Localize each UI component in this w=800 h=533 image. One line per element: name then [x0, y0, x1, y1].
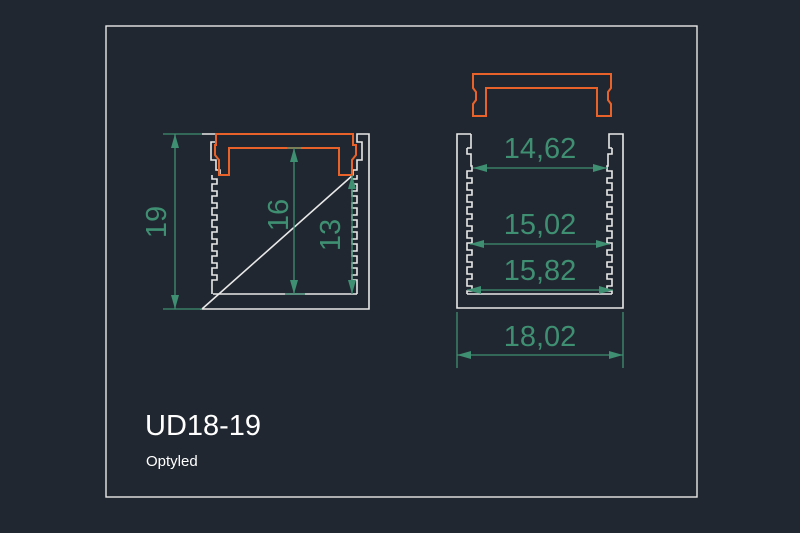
dim-label-19: 19 [141, 206, 173, 238]
front-profile [456, 73, 624, 309]
brand-name: Optyled [146, 453, 198, 470]
dimension-18-02: 18,02 [456, 312, 624, 368]
dimension-15-02: 15,02 [470, 209, 610, 248]
dimension-15-82: 15,82 [467, 255, 613, 294]
profile-inner-wall-right [606, 148, 613, 294]
cover-profile [214, 133, 357, 176]
dim-label-13: 13 [315, 219, 347, 251]
dimension-16: 16 [263, 147, 305, 295]
dim-label-15-82: 15,82 [504, 255, 577, 287]
drawing-frame [105, 25, 698, 498]
dim-label-16: 16 [263, 199, 295, 231]
dimension-14-62: 14,62 [473, 133, 607, 172]
dimension-19: 19 [141, 133, 202, 310]
dim-label-14-62: 14,62 [504, 133, 577, 165]
profile-outline-front [456, 133, 624, 309]
profile-inner-wall-left [466, 148, 473, 294]
cover-profile-exploded [472, 73, 612, 117]
product-title: UD18-19 [145, 410, 262, 442]
dim-label-15-02: 15,02 [504, 209, 577, 241]
dimension-13: 13 [315, 175, 356, 294]
dim-label-18-02: 18,02 [504, 321, 577, 353]
profile-inner-wall-right [351, 175, 358, 294]
profile-inner-wall-left [211, 175, 218, 294]
